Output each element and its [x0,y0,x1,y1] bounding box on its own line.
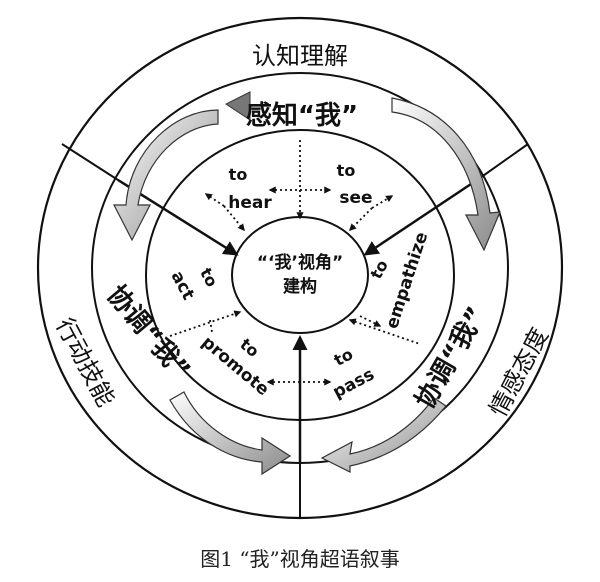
divider-right [479,143,529,179]
curved-arrow-top-left [113,109,219,242]
curved-arrow-top-entry [225,91,251,121]
core-label-line2: 建构 [283,276,317,297]
outer-label-top: 认知理解 [252,42,348,70]
middle-label-top: 感知“我” [246,101,358,131]
verb-empathize-to: to [366,257,392,282]
outer-label-left: 行动技能 [50,313,120,411]
verb-pass: pass [330,364,378,402]
middle-label-right: 协调“我” [410,302,492,414]
core-label-line1: “‘我’视角” [257,252,343,273]
verb-act-to: to [196,265,222,290]
verb-see: see [339,188,372,208]
core-ring [231,216,369,334]
arrow-right-into-core [363,176,481,256]
figure-caption: 图1 “我”视角超语叙事 [200,547,400,571]
verb-pass-to: to [331,344,356,370]
verb-empathize: empathize [382,230,432,332]
divider-left [61,143,119,181]
verb-promote: promote [198,332,273,400]
curved-arrow-bottom-right [320,397,447,473]
curved-arrow-top-right [391,97,501,252]
verb-hear-to: to [229,165,248,184]
verb-hear: hear [228,193,272,213]
verb-act: act [167,268,199,304]
dotted-arrows [169,140,421,386]
verb-see-to: to [337,161,356,180]
curved-arrow-bottom [169,391,292,476]
